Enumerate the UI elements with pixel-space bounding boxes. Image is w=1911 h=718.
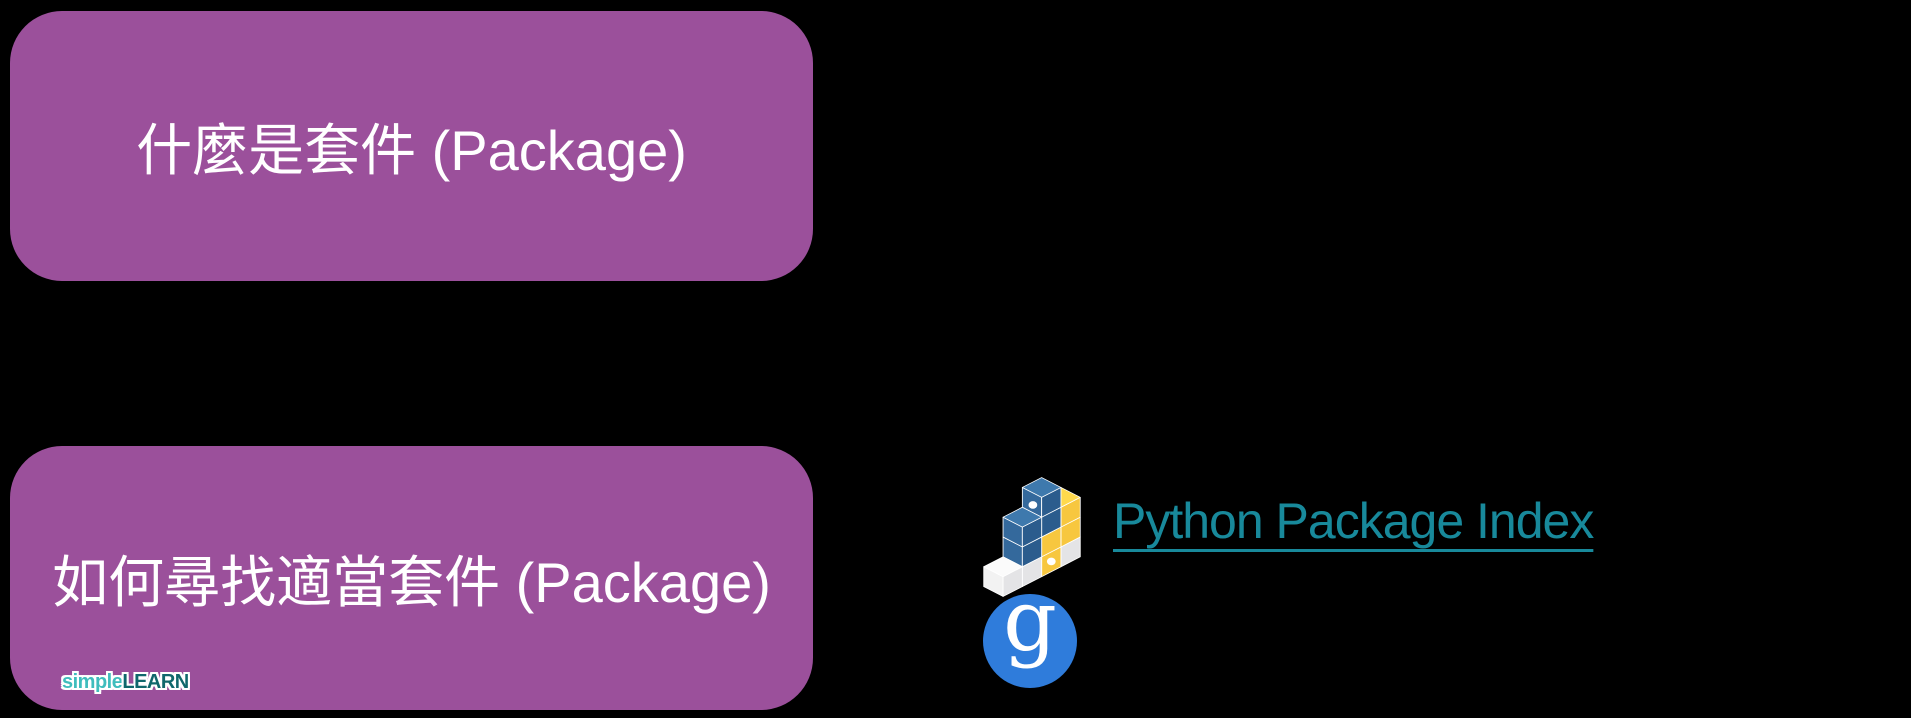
topic-box-2-label: 如何尋找適當套件 (Package)	[52, 550, 771, 614]
google-g-icon[interactable]: g	[983, 574, 1077, 688]
simplelearn-logo-learn-text: LEARN	[122, 671, 189, 693]
topic-box-1-label: 什麼是套件 (Package)	[136, 118, 687, 182]
topic-box-how-to-find-package: 如何尋找適當套件 (Package)	[10, 446, 813, 710]
simplelearn-logo-simple-text: simple	[62, 671, 123, 693]
pypi-link[interactable]: Python Package Index	[1113, 493, 1594, 549]
pypi-cubes-icon	[983, 477, 1081, 597]
topic-box-what-is-package: 什麼是套件 (Package)	[10, 11, 813, 281]
google-g-glyph: g	[1003, 572, 1057, 670]
simplelearn-logo: simpleLEARN	[62, 671, 189, 694]
